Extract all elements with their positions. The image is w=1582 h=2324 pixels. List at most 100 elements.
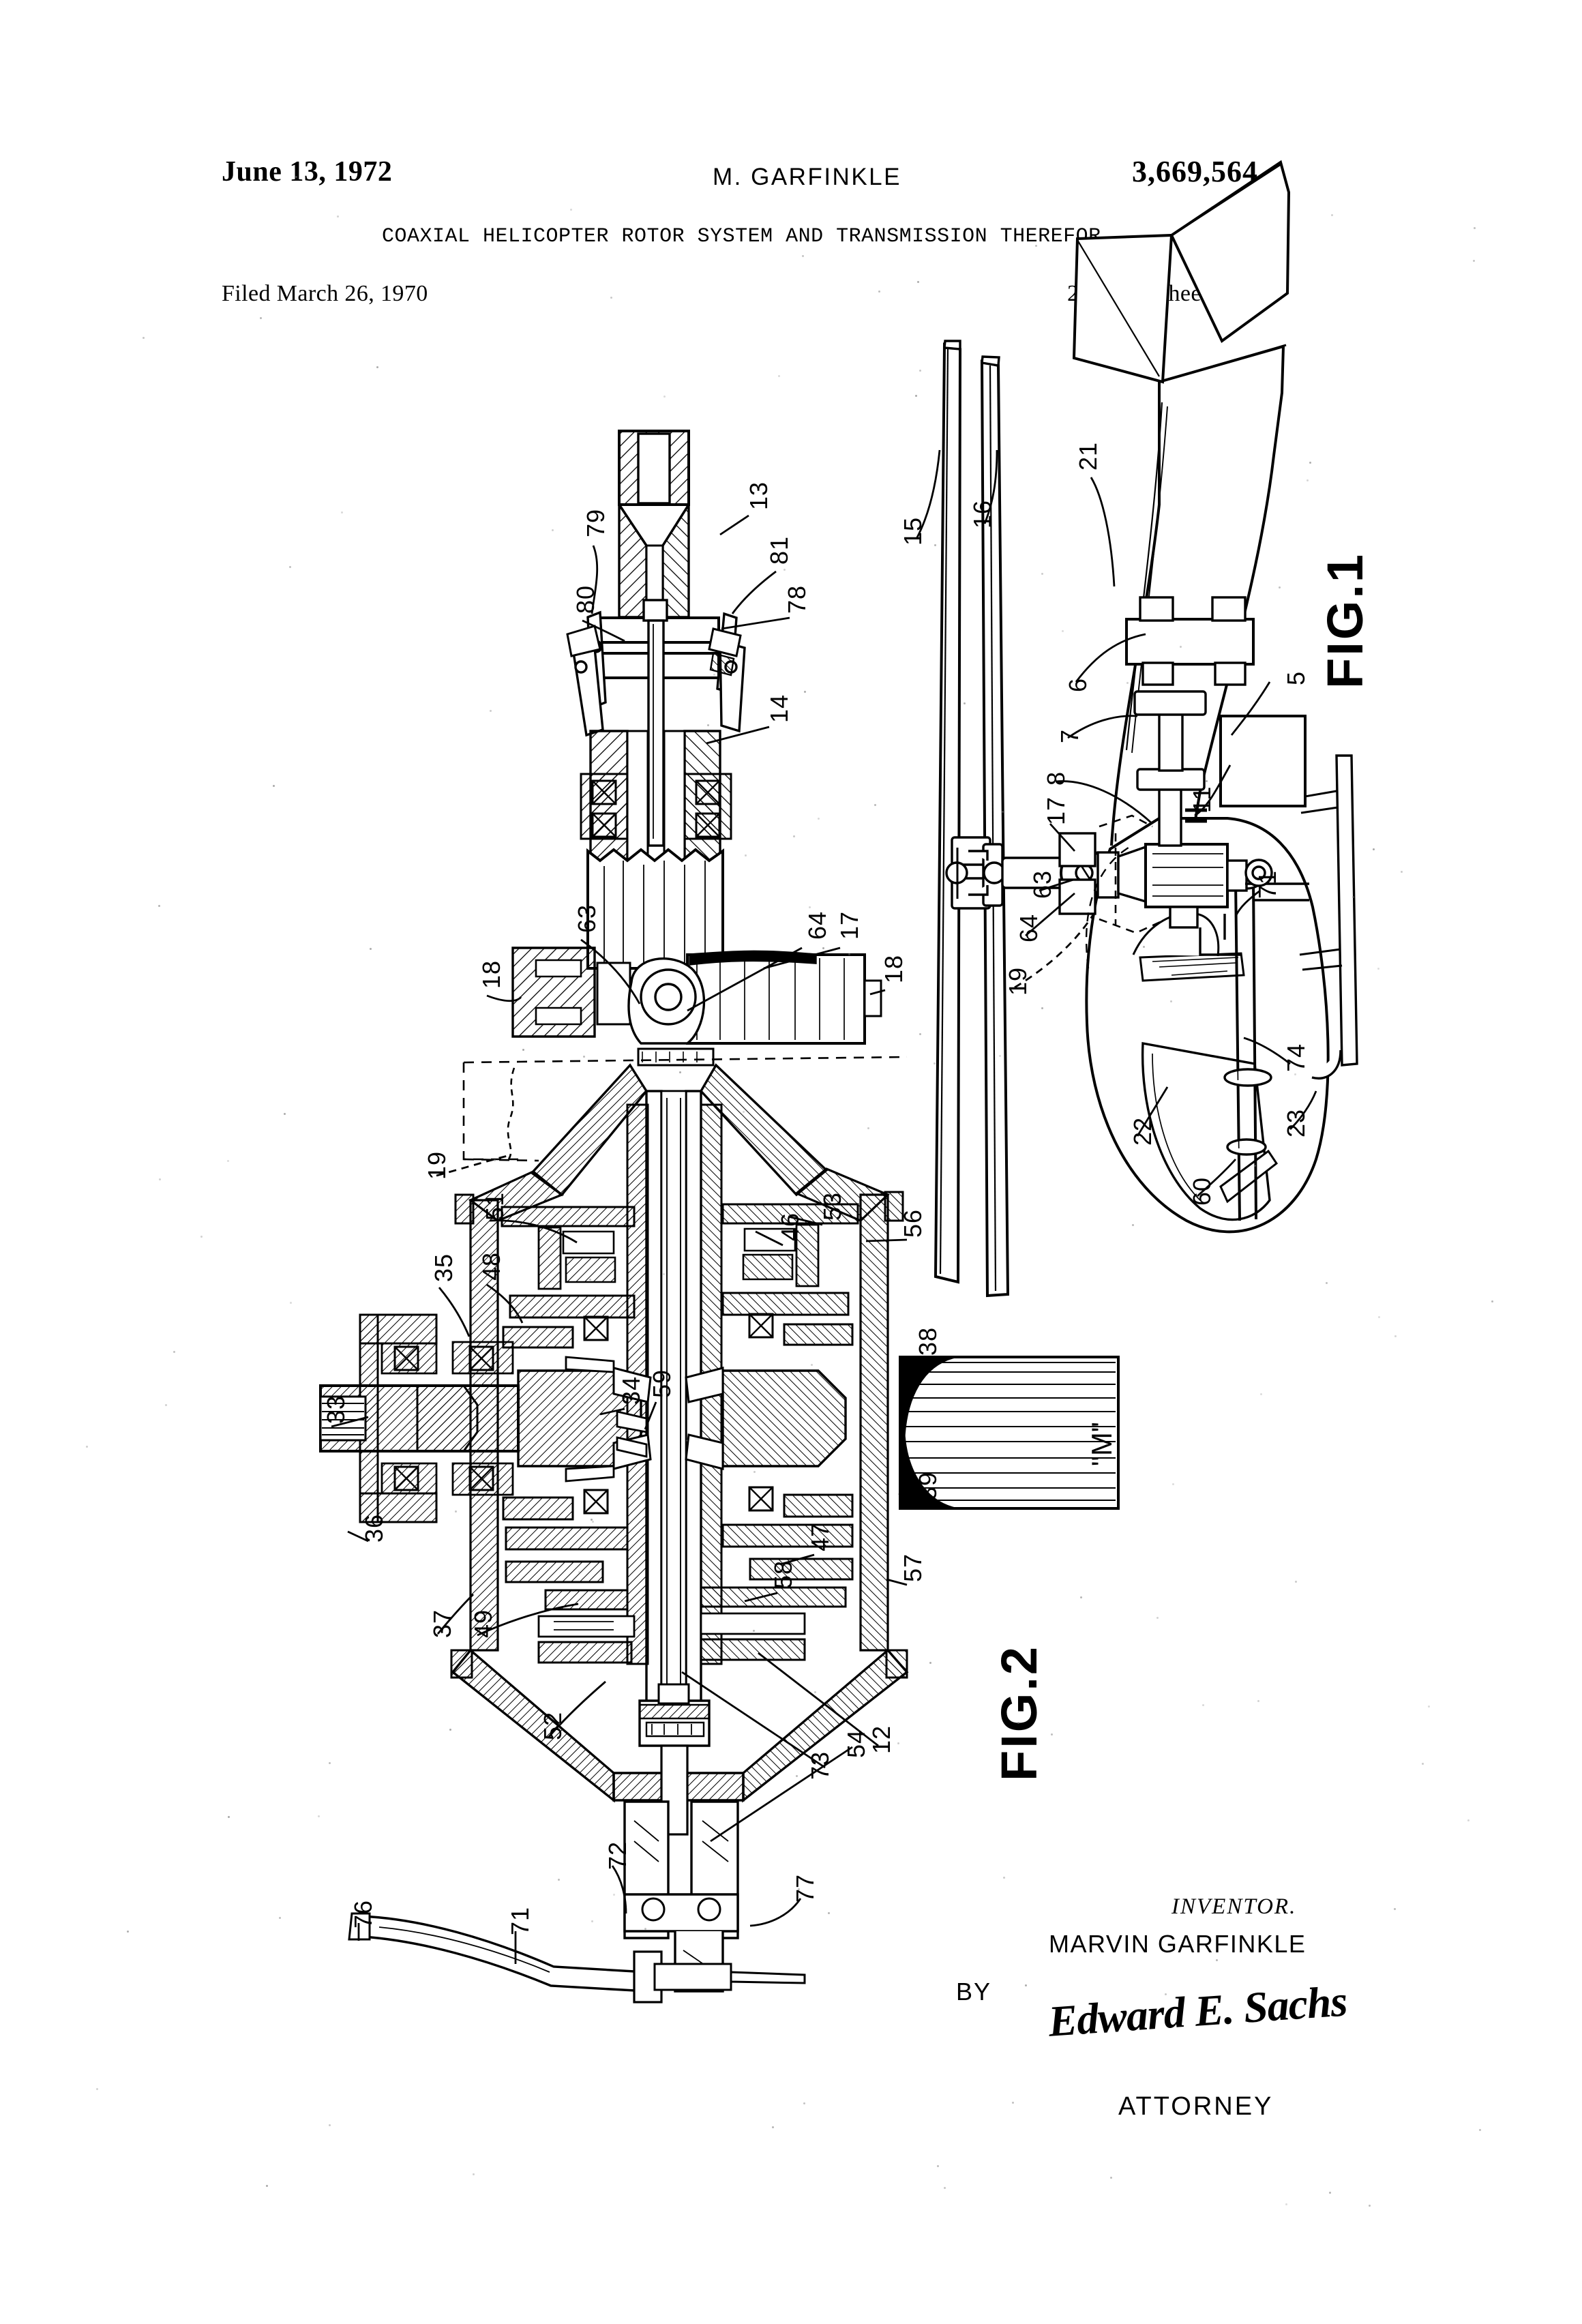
ref-numeral-46: 46: [776, 1212, 804, 1241]
scan-speck: [1294, 1073, 1296, 1075]
scan-speck: [1401, 870, 1403, 873]
scan-speck: [591, 1920, 594, 1922]
fig2-lower-cone: [348, 1648, 909, 2003]
ref-numeral-81: 81: [765, 535, 793, 565]
scan-speck: [1279, 586, 1281, 589]
fig2-splined-shaft: [586, 848, 724, 970]
ref-numeral-51: 51: [481, 1191, 509, 1221]
scan-speck: [662, 1273, 665, 1276]
scan-speck: [158, 1178, 161, 1180]
scan-speck: [783, 568, 786, 571]
scan-speck: [1205, 780, 1208, 783]
scan-speck: [1156, 1616, 1159, 1619]
ref-numeral-64: 64: [803, 910, 831, 940]
scan-speck: [1041, 1007, 1044, 1009]
ref-numeral-73: 73: [806, 1751, 834, 1780]
ref-numeral-16: 16: [968, 499, 996, 528]
fig2-label: FIG.2: [991, 1644, 1047, 1781]
scan-speck: [915, 395, 918, 398]
scan-speck: [818, 818, 820, 820]
scan-speck: [1142, 946, 1145, 949]
ref-numeral-35: 35: [430, 1253, 458, 1282]
ref-numeral-7: 7: [1056, 728, 1084, 743]
fig1-helicopter: [915, 160, 1358, 1298]
scan-speck: [1171, 1483, 1174, 1486]
scan-speck: [1003, 1877, 1006, 1879]
scan-speck: [1394, 1908, 1397, 1911]
scan-speck: [795, 1774, 798, 1777]
scan-speck: [1285, 2203, 1288, 2205]
scan-speck: [1372, 848, 1375, 850]
scan-speck: [919, 370, 921, 372]
scan-speck: [558, 1878, 561, 1881]
scan-speck: [1041, 573, 1043, 576]
ref-numeral-79: 79: [582, 508, 610, 537]
fig1-label: FIG.1: [1317, 552, 1373, 689]
scan-speck: [742, 1111, 745, 1114]
scan-speck: [848, 953, 851, 955]
ref-numeral-17: 17: [1042, 796, 1070, 825]
ref-numeral-72: 72: [603, 1841, 631, 1870]
fig2-crossing-leaders: [681, 1652, 879, 1843]
scan-speck: [1253, 1164, 1256, 1167]
ref-numeral-60: 60: [1188, 1176, 1216, 1206]
ref-numeral-53: 53: [818, 1191, 846, 1221]
fig1-rotor-head: [945, 596, 1309, 956]
scan-speck: [1394, 1335, 1397, 1337]
scan-speck: [1079, 1596, 1082, 1599]
scan-speck: [1331, 213, 1334, 216]
scan-speck: [1061, 630, 1064, 633]
scan-speck: [551, 528, 554, 531]
ref-numeral-23: 23: [1282, 1108, 1310, 1137]
ref-numeral-52: 52: [539, 1711, 567, 1740]
ref-numeral-21: 21: [1074, 441, 1102, 471]
fig1-leader-lines: [915, 449, 1317, 1197]
scan-speck: [707, 724, 710, 727]
scan-speck: [376, 366, 378, 368]
scan-speck: [158, 905, 161, 908]
ref-numeral-56: 56: [899, 1208, 927, 1238]
scan-speck: [266, 2185, 269, 2188]
fig2-leader-lines: [331, 514, 920, 1964]
scan-speck: [777, 374, 780, 377]
scan-speck: [1467, 1819, 1469, 1821]
scan-speck: [1309, 461, 1312, 464]
scan-speck: [341, 511, 344, 514]
scan-speck: [284, 1112, 286, 1115]
ref-numeral-36: 36: [360, 1513, 388, 1543]
scan-speck: [685, 1440, 688, 1442]
scan-speck: [713, 674, 716, 676]
scan-speck: [1257, 1699, 1259, 1702]
scan-speck: [295, 175, 298, 178]
scan-speck: [493, 1159, 496, 1161]
scan-speck: [289, 1302, 292, 1305]
ref-numeral-71: 71: [1253, 869, 1281, 899]
scan-speck: [658, 1703, 661, 1706]
scan-speck: [1170, 1000, 1173, 1002]
ref-numeral-15: 15: [899, 516, 927, 546]
fig2-main-housing: [454, 1063, 904, 1652]
scan-speck: [1050, 1733, 1053, 1736]
scan-speck: [329, 2124, 331, 2127]
scan-speck: [613, 1894, 616, 1896]
scan-speck: [1259, 1392, 1262, 1395]
scan-speck: [1131, 1223, 1134, 1226]
scan-speck: [999, 1055, 1001, 1058]
ref-numeral-8: 8: [1042, 771, 1070, 786]
scan-speck: [644, 1927, 646, 1930]
scan-speck: [1164, 1993, 1167, 1995]
inventor-label: INVENTOR.: [1171, 1894, 1297, 1919]
ref-numeral-12: 12: [867, 1725, 895, 1754]
fig2-output-shaft: [899, 1356, 1120, 1510]
scan-speck: [582, 1056, 585, 1058]
scan-speck: [455, 1510, 458, 1513]
scan-speck: [663, 395, 666, 398]
scan-speck: [288, 565, 291, 568]
scan-speck: [588, 1278, 591, 1281]
scan-speck: [1377, 967, 1379, 970]
scan-speck: [753, 1470, 756, 1473]
scan-speck: [1017, 1722, 1019, 1725]
scan-speck: [228, 1815, 230, 1818]
